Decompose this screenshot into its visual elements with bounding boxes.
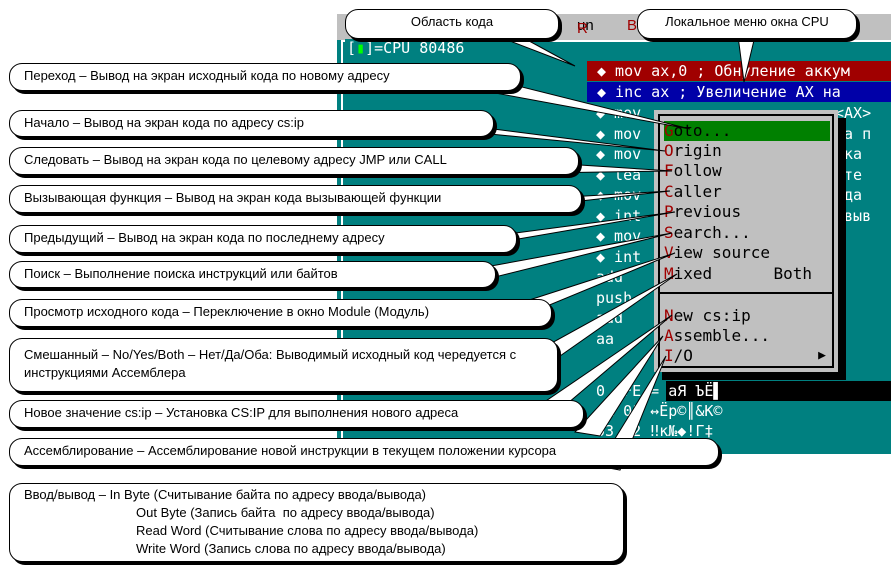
callout-io: Ввод/вывод – In Byte (Считывание байта п…: [9, 483, 624, 562]
menu-item-label: ixed: [673, 264, 713, 283]
code-line-current[interactable]: ◆ mov ax,0 ; Обнуление аккум: [587, 61, 891, 81]
menu-item-label: aller: [673, 182, 722, 201]
callout-mixed: Смешанный – No/Yes/Both – Нет/Да/Оба: Вы…: [9, 338, 558, 392]
cpu-window-title[interactable]: [▮]=CPU 80486: [345, 39, 467, 57]
menu-b[interactable]: B: [627, 17, 638, 34]
code-line[interactable]: ◆ mov: [596, 145, 642, 163]
code-line[interactable]: push: [596, 288, 633, 307]
menu-item-hotkey: G: [664, 121, 674, 140]
callout-io-line: Write Word (Запись слова по адресу ввода…: [136, 541, 446, 556]
menu-item-label: rigin: [673, 141, 722, 160]
menu-item-hotkey: M: [664, 264, 674, 283]
menu-item-new-cs-ip[interactable]: New cs:ip: [664, 306, 830, 326]
code-comment-fragment: ка п: [835, 124, 872, 143]
menu-item-view-source[interactable]: View source: [664, 243, 830, 263]
menu-item-caller[interactable]: Caller: [664, 182, 830, 202]
code-line[interactable]: ◆ mov: [596, 227, 642, 245]
code-line-selected[interactable]: ◆ inc ax ; Увеличение AX на: [587, 82, 891, 102]
menu-item-follow[interactable]: Follow: [664, 161, 830, 181]
callout-local-menu: Локальное меню окна CPU: [637, 9, 857, 39]
code-line[interactable]: add: [596, 309, 624, 327]
menu-item-hotkey: C: [664, 182, 674, 201]
code-line[interactable]: ◆ mov: [596, 104, 642, 122]
menu-item-value: Both: [773, 264, 812, 283]
callout-previous: Предыдущий – Вывод на экран кода по посл…: [9, 225, 517, 253]
menu-item-assemble[interactable]: Assemble...: [664, 326, 830, 346]
code-comment-fragment: лка: [835, 145, 863, 163]
dump-line: 0 FE = аЯ ЪЁ▌: [596, 382, 723, 400]
menu-item-label: revious: [673, 202, 742, 221]
callout-io-line: Read Word (Считывание слова по адресу вв…: [136, 523, 479, 538]
menu-separator: [660, 292, 832, 294]
menu-item-origin[interactable]: Origin: [664, 141, 830, 161]
menu-item-previous[interactable]: Previous: [664, 202, 830, 222]
menu-item-label: iew source: [673, 243, 770, 262]
menu-item-label: oto...: [673, 121, 732, 140]
menu-item-search[interactable]: Search...: [664, 223, 830, 243]
code-line[interactable]: ◆ mov: [596, 124, 642, 143]
menu-item-label: /O: [673, 346, 693, 365]
callout-follow: Следовать – Вывод на экран кода по целев…: [9, 147, 579, 175]
callout-origin: Начало – Вывод на экран кода по адресу c…: [9, 110, 494, 137]
code-line[interactable]: ◆ int: [596, 247, 642, 266]
code-comment-fragment: ода: [835, 186, 863, 204]
menu-item-mixed[interactable]: Mixed Both: [664, 264, 830, 284]
code-comment-fragment: ите: [835, 165, 863, 184]
callout-assemble: Ассемблирование – Ассемблирование новой …: [9, 438, 719, 466]
menu-item-label: earch...: [673, 223, 751, 242]
menu-item-label: ew cs:ip: [673, 306, 751, 325]
menu-item-hotkey: V: [664, 243, 674, 262]
callout-io-line: Ввод/вывод – In Byte (Считывание байта п…: [24, 487, 427, 502]
menu-item-hotkey: S: [664, 223, 674, 242]
code-line[interactable]: aa: [596, 329, 615, 348]
menu-item-hotkey: A: [664, 326, 674, 345]
code-line[interactable]: ◆ lea: [596, 165, 642, 184]
code-line[interactable]: add: [596, 268, 624, 286]
menu-item-hotkey: F: [664, 161, 674, 180]
callout-caller: Вызывающая функция – Вывод на экран кода…: [9, 185, 582, 213]
dump-line: AA 01 ↔Ёр©║&К©: [596, 402, 723, 420]
code-line[interactable]: ◆ int: [596, 206, 642, 225]
menu-item-hotkey: I: [664, 346, 674, 365]
code-comment-fragment: (выв: [835, 206, 872, 225]
menu-item-i-o[interactable]: I/O ▶: [664, 346, 830, 366]
callout-new-csip: Новое значение cs:ip – Установка CS:IP д…: [9, 400, 584, 428]
close-box-icon[interactable]: ▮: [356, 39, 366, 57]
menu-item-hotkey: P: [664, 202, 674, 221]
menu-item-goto[interactable]: Goto...: [664, 121, 830, 141]
menu-item-label: ollow: [673, 161, 722, 180]
callout-io-line: Out Byte (Запись байта по адресу ввода/в…: [136, 505, 435, 520]
code-comment-fragment: <AX>: [835, 104, 872, 122]
callout-goto: Переход – Вывод на экран исходный кода п…: [9, 63, 521, 91]
code-line[interactable]: ◆ mov: [596, 186, 642, 204]
callout-search: Поиск – Выполнение поиска инструкций или…: [9, 261, 496, 288]
menu-item-label: ssemble...: [673, 326, 770, 345]
submenu-arrow-icon: ▶: [818, 348, 826, 363]
callout-view-source: Просмотр исходного кода – Переключение в…: [9, 299, 552, 327]
callout-code-area: Область кода: [345, 9, 559, 39]
menu-item-hotkey: O: [664, 141, 674, 160]
menu-item-hotkey: N: [664, 306, 674, 325]
